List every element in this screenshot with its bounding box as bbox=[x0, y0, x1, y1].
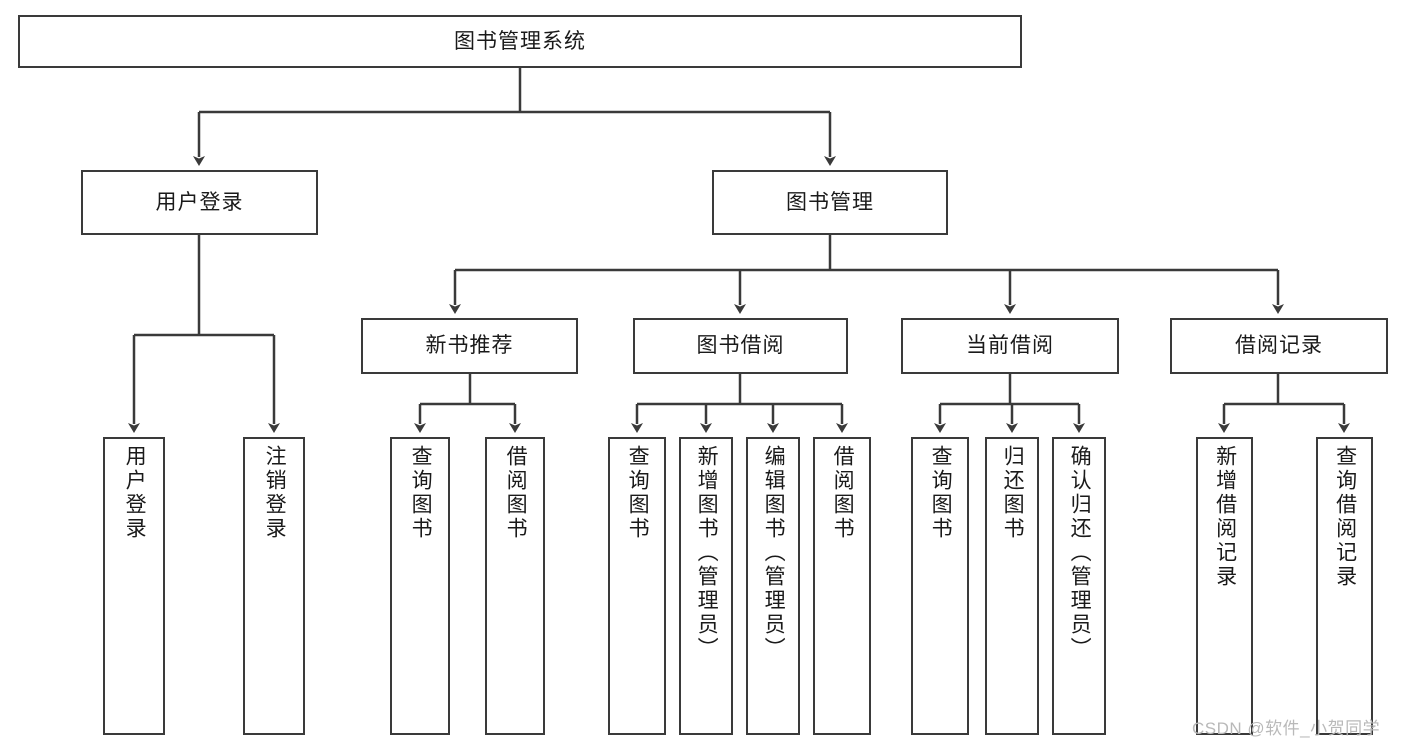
leaf-borrow-book-recommend-label: 借阅图书 bbox=[504, 445, 528, 541]
leaf-confirm-return-admin-label: 确认归还（管理员） bbox=[1068, 445, 1092, 661]
leaf-borrow-book-label: 借阅图书 bbox=[831, 445, 855, 541]
leaf-query-borrow-record[interactable]: 查询借阅记录 bbox=[1316, 437, 1373, 735]
node-book-borrow[interactable]: 图书借阅 bbox=[633, 318, 848, 374]
leaf-logout-login[interactable]: 注销登录 bbox=[243, 437, 305, 735]
node-book-borrow-label: 图书借阅 bbox=[696, 334, 785, 358]
leaf-borrow-book[interactable]: 借阅图书 bbox=[813, 437, 871, 735]
node-current-borrow-label: 当前借阅 bbox=[966, 334, 1054, 358]
node-borrow-record[interactable]: 借阅记录 bbox=[1170, 318, 1388, 374]
leaf-add-borrow-record[interactable]: 新增借阅记录 bbox=[1196, 437, 1253, 735]
node-current-borrow[interactable]: 当前借阅 bbox=[901, 318, 1119, 374]
leaf-confirm-return-admin[interactable]: 确认归还（管理员） bbox=[1052, 437, 1106, 735]
leaf-query-borrow-record-label: 查询借阅记录 bbox=[1333, 445, 1357, 589]
leaf-return-book-label: 归还图书 bbox=[1001, 445, 1025, 541]
node-user-login-label: 用户登录 bbox=[155, 190, 244, 214]
leaf-query-book-borrow[interactable]: 查询图书 bbox=[608, 437, 666, 735]
csdn-watermark: CSDN @软件_小贺同学 bbox=[1192, 719, 1381, 738]
leaf-query-book-recommend-label: 查询图书 bbox=[409, 445, 433, 541]
leaf-return-book[interactable]: 归还图书 bbox=[985, 437, 1039, 735]
leaf-user-login-label: 用户登录 bbox=[123, 445, 147, 541]
leaf-edit-book-admin[interactable]: 编辑图书（管理员） bbox=[746, 437, 800, 735]
node-user-login[interactable]: 用户登录 bbox=[81, 170, 318, 235]
node-new-book-recommend[interactable]: 新书推荐 bbox=[361, 318, 578, 374]
leaf-query-book-recommend[interactable]: 查询图书 bbox=[390, 437, 450, 735]
node-root[interactable]: 图书管理系统 bbox=[18, 15, 1022, 68]
node-borrow-record-label: 借阅记录 bbox=[1235, 334, 1323, 358]
leaf-add-book-admin-label: 新增图书（管理员） bbox=[695, 445, 719, 661]
leaf-edit-book-admin-label: 编辑图书（管理员） bbox=[762, 445, 786, 661]
node-new-book-recommend-label: 新书推荐 bbox=[425, 334, 514, 358]
leaf-borrow-book-recommend[interactable]: 借阅图书 bbox=[485, 437, 545, 735]
leaf-add-borrow-record-label: 新增借阅记录 bbox=[1213, 445, 1237, 589]
leaf-query-book-borrow-label: 查询图书 bbox=[626, 445, 650, 541]
node-root-label: 图书管理系统 bbox=[454, 29, 586, 53]
leaf-query-book-current[interactable]: 查询图书 bbox=[911, 437, 969, 735]
leaf-query-book-current-label: 查询图书 bbox=[929, 445, 953, 541]
leaf-add-book-admin[interactable]: 新增图书（管理员） bbox=[679, 437, 733, 735]
leaf-user-login[interactable]: 用户登录 bbox=[103, 437, 165, 735]
node-book-management-label: 图书管理 bbox=[786, 190, 874, 214]
node-book-management[interactable]: 图书管理 bbox=[712, 170, 948, 235]
leaf-logout-login-label: 注销登录 bbox=[263, 445, 287, 541]
